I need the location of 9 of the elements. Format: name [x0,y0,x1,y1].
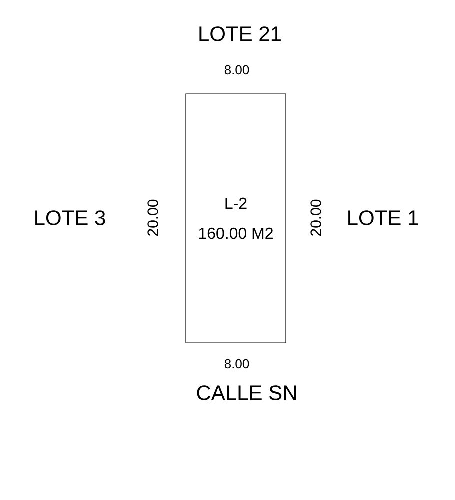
dimension-label: 20.00 [310,200,322,236]
dimension-label: 8.00 [224,359,250,369]
dimension-label: 8.00 [224,65,250,75]
lot-name: LOTE 3 [36,210,106,226]
lot-name: LOTE 21 [200,26,281,42]
lot-name: LOTE 1 [348,210,418,226]
street-name: CALLE SN [197,386,296,400]
lot-box: L-2 160.00 M2 [186,94,286,344]
dimension-label: 20.00 [148,200,158,236]
